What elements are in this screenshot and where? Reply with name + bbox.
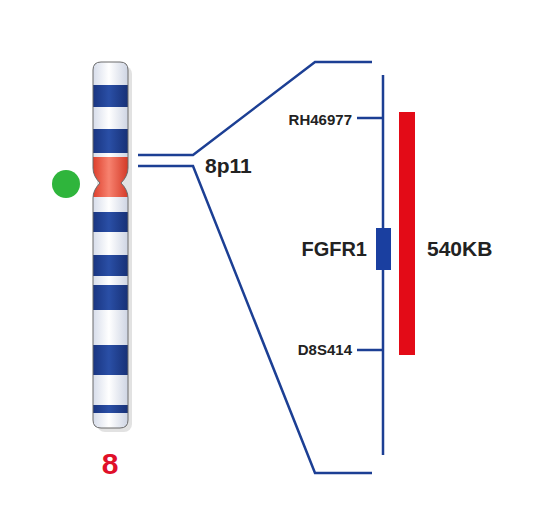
marker-label: D8S414 <box>298 342 352 359</box>
dark-band <box>90 405 132 413</box>
gene-label: FGFR1 <box>301 238 367 260</box>
dark-band <box>90 255 132 276</box>
deletion-bar <box>399 112 415 355</box>
chromosome-number: 8 <box>102 447 119 480</box>
dark-band <box>90 345 132 375</box>
dark-band <box>90 85 132 107</box>
chromosome-8 <box>90 60 132 432</box>
chromosome-outline <box>93 62 128 428</box>
centromere-dot <box>52 170 80 198</box>
dark-band <box>90 285 132 310</box>
dark-band <box>90 129 132 153</box>
marker-label: RH46977 <box>289 112 352 129</box>
dark-band <box>90 212 132 232</box>
chromosome-bands <box>90 85 132 413</box>
band-label: 8p11 <box>205 154 252 177</box>
zoom-lines <box>138 62 372 473</box>
gene-box <box>376 228 391 270</box>
size-label: 540KB <box>427 237 492 260</box>
